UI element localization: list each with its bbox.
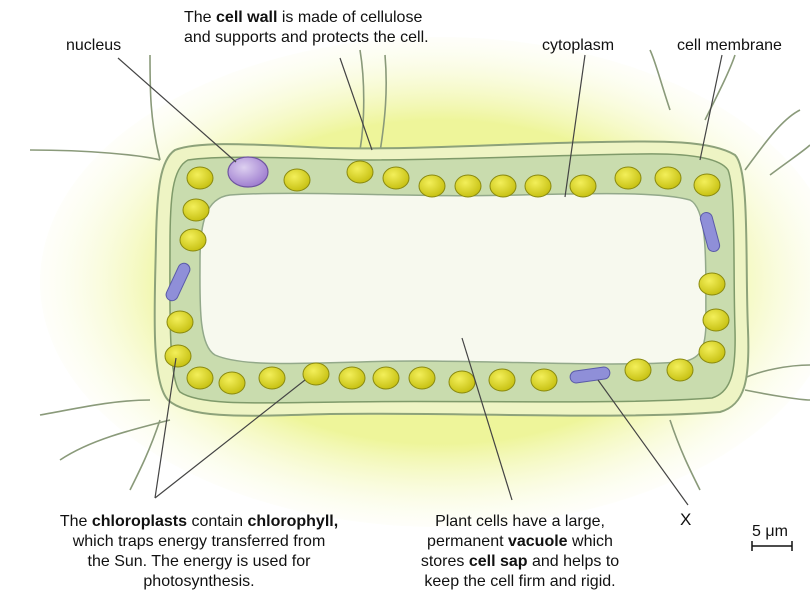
chloroplast bbox=[699, 341, 725, 363]
label-cytoplasm: cytoplasm bbox=[542, 36, 614, 56]
chloroplast bbox=[699, 273, 725, 295]
chloroplast bbox=[655, 167, 681, 189]
chloroplast bbox=[703, 309, 729, 331]
chloroplast bbox=[525, 175, 551, 197]
chloroplast bbox=[419, 175, 445, 197]
chloroplast bbox=[187, 167, 213, 189]
chloroplast bbox=[187, 367, 213, 389]
chloroplast bbox=[489, 369, 515, 391]
chloroplast bbox=[615, 167, 641, 189]
chloroplast bbox=[409, 367, 435, 389]
chloroplast bbox=[570, 175, 596, 197]
chloroplast bbox=[339, 367, 365, 389]
chloroplast bbox=[449, 371, 475, 393]
chloroplast bbox=[165, 345, 191, 367]
chloroplast bbox=[259, 367, 285, 389]
label-chloroplasts: The chloroplasts contain chlorophyll, wh… bbox=[8, 512, 390, 592]
chloroplast bbox=[183, 199, 209, 221]
nucleus bbox=[228, 157, 268, 187]
label-cell-membrane: cell membrane bbox=[677, 36, 782, 56]
chloroplast bbox=[180, 229, 206, 251]
label-nucleus: nucleus bbox=[66, 36, 121, 56]
label-scale-bar: 5 μm bbox=[752, 522, 788, 542]
chloroplast bbox=[531, 369, 557, 391]
chloroplast bbox=[219, 372, 245, 394]
chloroplast bbox=[383, 167, 409, 189]
chloroplast bbox=[455, 175, 481, 197]
chloroplast bbox=[347, 161, 373, 183]
chloroplast bbox=[303, 363, 329, 385]
chloroplast bbox=[694, 174, 720, 196]
label-cell-wall: The cell wall is made of cellulose and s… bbox=[184, 8, 429, 48]
label-vacuole: Plant cells have a large, permanent vacu… bbox=[406, 512, 634, 592]
vacuole bbox=[200, 193, 706, 364]
chloroplast bbox=[373, 367, 399, 389]
scale-bar bbox=[752, 541, 792, 551]
chloroplast bbox=[490, 175, 516, 197]
chloroplast bbox=[167, 311, 193, 333]
chloroplast bbox=[667, 359, 693, 381]
label-x: X bbox=[680, 510, 691, 530]
chloroplast bbox=[625, 359, 651, 381]
chloroplast bbox=[284, 169, 310, 191]
